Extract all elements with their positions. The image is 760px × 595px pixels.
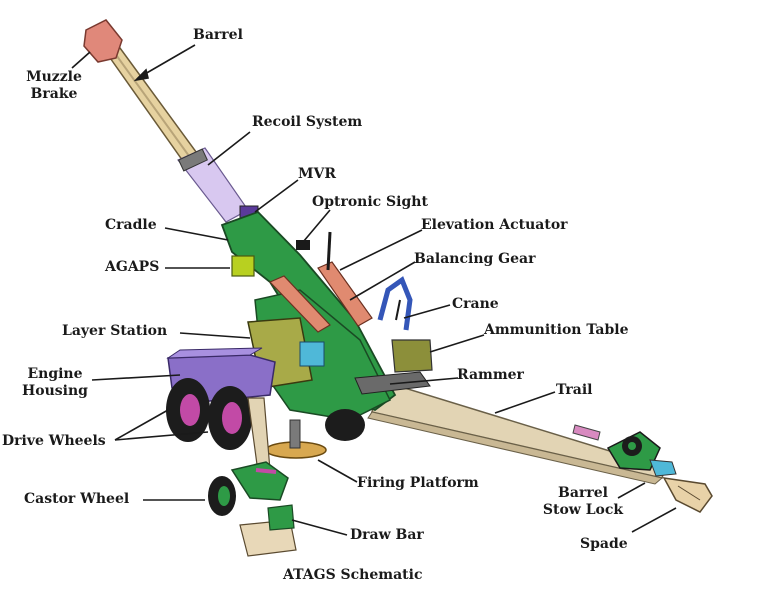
- label-engine-housing: Engine Housing: [17, 366, 93, 400]
- trail-beam-lower: [367, 411, 664, 485]
- label-draw-bar: Draw Bar: [350, 527, 424, 543]
- draw-bar-shape: [239, 504, 297, 557]
- label-barrel: Barrel: [193, 27, 243, 43]
- crane-shape: [377, 276, 413, 331]
- drive-wheels-shape: [166, 378, 365, 450]
- spade-shape: [662, 477, 713, 513]
- label-balancing-gear: Balancing Gear: [414, 251, 536, 267]
- leader-lines: [71, 44, 677, 536]
- label-firing-platform: Firing Platform: [357, 475, 479, 491]
- label-optronic-sight: Optronic Sight: [312, 194, 428, 210]
- barrel-stow-lock-assembly: [572, 424, 677, 477]
- label-drive-wheels: Drive Wheels: [2, 433, 106, 449]
- ammunition-table-shape: [391, 339, 433, 373]
- label-engine-housing-line1: Engine: [27, 366, 83, 382]
- optronic-sight-shape: [296, 240, 310, 250]
- label-barrel-stow-lock: Barrel Stow Lock: [533, 485, 633, 519]
- label-muzzle-brake-line2: Brake: [30, 86, 78, 102]
- label-rammer: Rammer: [457, 367, 524, 383]
- diagram-title: ATAGS Schematic: [283, 567, 423, 583]
- muzzle-brake-shape: [83, 19, 123, 63]
- label-cradle: Cradle: [105, 217, 157, 233]
- agaps-box: [231, 255, 255, 277]
- label-agaps: AGAPS: [105, 259, 160, 275]
- label-layer-station: Layer Station: [62, 323, 168, 339]
- castor-wheel-shape: [208, 397, 289, 516]
- label-trail: Trail: [556, 382, 593, 398]
- label-elevation-actuator: Elevation Actuator: [421, 217, 568, 233]
- label-recoil-system: Recoil System: [252, 114, 363, 130]
- elevation-actuator-shape: [268, 275, 331, 333]
- label-barrel-stow-lock-line1: Barrel: [558, 485, 608, 501]
- label-ammunition-table: Ammunition Table: [484, 322, 629, 338]
- label-barrel-stow-lock-line2: Stow Lock: [542, 502, 624, 518]
- label-muzzle-brake: Muzzle Brake: [22, 69, 86, 103]
- label-spade: Spade: [580, 536, 628, 552]
- label-muzzle-brake-line1: Muzzle: [26, 69, 82, 85]
- label-engine-housing-line2: Housing: [22, 383, 88, 399]
- label-mvr: MVR: [298, 166, 336, 182]
- label-crane: Crane: [452, 296, 499, 312]
- label-castor-wheel: Castor Wheel: [24, 491, 130, 507]
